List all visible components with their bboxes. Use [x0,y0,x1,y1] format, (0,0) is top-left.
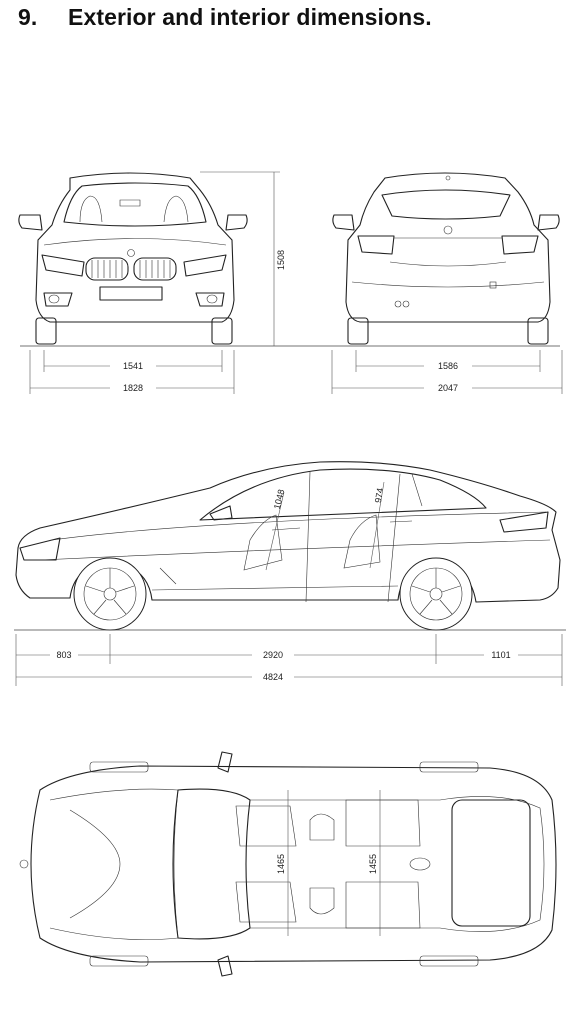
rear-width-label: 2047 [438,383,458,393]
page-title: 9. Exterior and interior dimensions. [18,4,432,31]
section-number: 9. [18,4,38,30]
front-track-label: 1541 [123,361,143,371]
side-rear-wheel [399,557,473,631]
front-shoulder-width-label: 1465 [276,854,286,874]
rear-track-label: 1586 [438,361,458,371]
section-title: Exterior and interior dimensions. [68,4,432,30]
rear-overhang-label: 1101 [491,650,510,660]
side-front-wheel [73,557,147,631]
front-headroom-label: 1048 [272,488,287,510]
rear-headroom-label: 974 [373,487,385,504]
wheelbase-label: 2920 [263,650,283,660]
front-height-label: 1508 [276,250,286,270]
top-view [19,751,557,977]
rear-view [332,172,560,345]
length-label: 4824 [263,672,283,682]
front-width-label: 1828 [123,383,143,393]
rear-shoulder-width-label: 1455 [368,854,378,874]
front-view [18,172,248,345]
front-overhang-label: 803 [56,650,71,660]
